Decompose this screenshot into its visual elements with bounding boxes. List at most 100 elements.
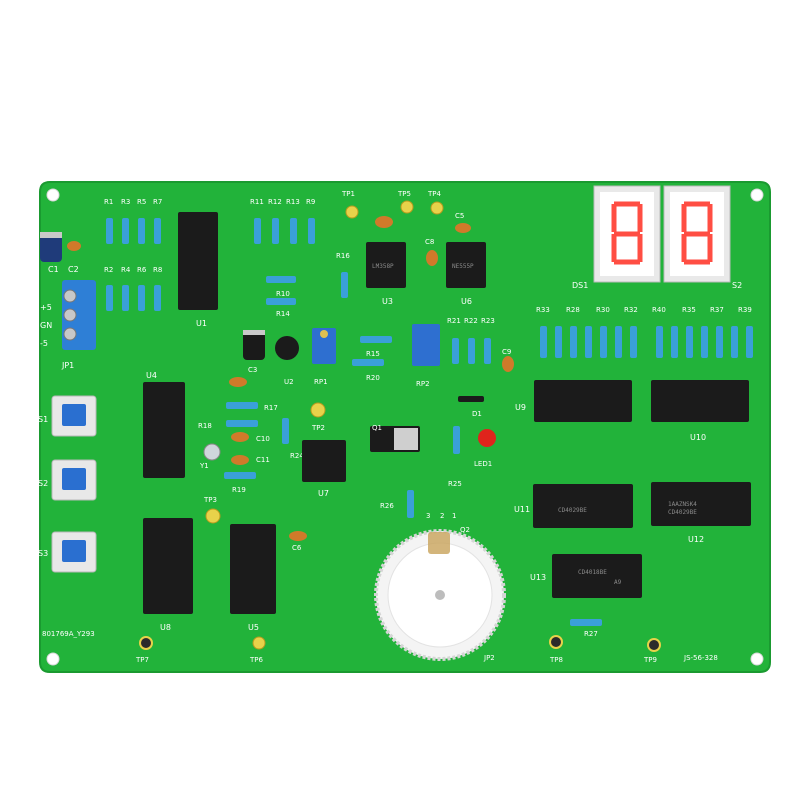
ic-u5 (230, 524, 276, 614)
resistor-bank-right-a (540, 326, 637, 358)
label-c2: C2 (68, 265, 79, 274)
label-c8: C8 (425, 238, 434, 246)
capacitor-c8 (426, 250, 438, 266)
label-r3: R3 (121, 198, 130, 206)
resistor-r27 (570, 619, 602, 626)
capacitor-c6 (289, 531, 307, 541)
label-gn: GN (40, 321, 52, 330)
test-point-tp4 (430, 201, 444, 215)
potentiometer-rp1 (312, 328, 336, 364)
capacitor-c5 (455, 223, 471, 233)
test-point-tp5 (400, 200, 414, 214)
ic-u12: 1AAZNSK4 CD4029BE (651, 482, 751, 526)
label-d1: D1 (472, 410, 482, 418)
label-u9: U9 (515, 403, 526, 412)
label-r10: R10 (276, 290, 290, 298)
rotary-wheel-jp2[interactable] (374, 529, 506, 661)
label-r21: R21 (447, 317, 461, 325)
label-r27: R27 (584, 630, 598, 638)
ic-u13: CD4018BE A9 (552, 554, 642, 598)
ic-u1 (178, 212, 218, 310)
resistor-r21 (452, 338, 459, 364)
label-u7: U7 (318, 489, 329, 498)
test-point-tp7 (139, 636, 153, 650)
label-c11: C11 (256, 456, 270, 464)
label-r26: R26 (380, 502, 394, 510)
label-c6: C6 (292, 544, 302, 552)
svg-text:CD4029BE: CD4029BE (668, 509, 697, 516)
mounting-hole (46, 652, 60, 666)
label-c9: C9 (502, 348, 511, 356)
label-s1: S1 (38, 415, 48, 424)
label-r12: R12 (268, 198, 282, 206)
push-button-s1[interactable] (51, 395, 97, 437)
potentiometer-rp2 (412, 324, 440, 366)
capacitor-c7 (229, 377, 247, 387)
label-tp2: TP2 (311, 424, 325, 432)
resistor-r17 (226, 402, 258, 409)
label-r32: R32 (624, 306, 638, 314)
label-rp2: RP2 (416, 380, 430, 388)
capacitor-c4 (375, 216, 393, 228)
terminal-block-jp1 (62, 280, 96, 350)
capacitor-c11 (231, 455, 249, 465)
capacitor-c9 (502, 356, 514, 372)
label-r15: R15 (366, 350, 380, 358)
capacitor-c3 (243, 330, 265, 360)
label-r9: R9 (306, 198, 315, 206)
label-u13: U13 (530, 573, 546, 582)
push-button-s3[interactable] (51, 531, 97, 573)
regulator-q1 (370, 426, 420, 452)
led-led1 (478, 429, 496, 447)
test-point-tp2 (310, 402, 326, 418)
label-r4: R4 (121, 266, 131, 274)
label-pin2: 2 (440, 512, 444, 520)
label-tp1: TP1 (341, 190, 355, 198)
label-r16: R16 (336, 252, 350, 260)
label-c5: C5 (455, 212, 464, 220)
label-tp5: TP5 (397, 190, 411, 198)
resistor-r15b (352, 359, 384, 366)
label-u1: U1 (196, 319, 207, 328)
capacitor-c1 (40, 232, 62, 262)
label-r24: R24 (290, 452, 304, 460)
label-r1: R1 (104, 198, 113, 206)
label-tp6: TP6 (249, 656, 263, 664)
ic-u10 (651, 380, 749, 422)
resistor-r22 (468, 338, 475, 364)
mounting-hole (750, 652, 764, 666)
label-r22: R22 (464, 317, 478, 325)
label-u8: U8 (160, 623, 171, 632)
label-q2: Q2 (460, 526, 470, 534)
label-c1: C1 (48, 265, 59, 274)
resistor-bank-left (106, 218, 161, 311)
label-r18: R18 (198, 422, 212, 430)
svg-text:NE555P: NE555P (452, 263, 474, 270)
board-code-left: 801769A_Y293 (42, 630, 95, 638)
resistor-r24 (282, 418, 289, 444)
label-r39: R39 (738, 306, 752, 314)
label-r20: R20 (366, 374, 380, 382)
label-r7: R7 (153, 198, 162, 206)
svg-text:CD4018BE: CD4018BE (578, 569, 607, 576)
push-button-s2[interactable] (51, 459, 97, 501)
svg-text:A9: A9 (614, 579, 622, 586)
label-ds1: DS1 (572, 281, 588, 290)
test-point-tp6 (252, 636, 266, 650)
label-u5: U5 (248, 623, 259, 632)
resistor-r23 (484, 338, 491, 364)
ic-u8 (143, 518, 193, 614)
ic-u4 (143, 382, 185, 478)
label-pin3: 3 (426, 512, 430, 520)
label-tp4: TP4 (427, 190, 441, 198)
test-point-tp1 (345, 205, 359, 219)
resistor-r26 (407, 490, 414, 518)
label-led1: LED1 (474, 460, 492, 468)
label-u12: U12 (688, 535, 704, 544)
label-rp1: RP1 (314, 378, 328, 386)
label-s2-display: S2 (732, 281, 742, 290)
label-s2: S2 (38, 479, 48, 488)
label-r35: R35 (682, 306, 696, 314)
label-r17: R17 (264, 404, 278, 412)
